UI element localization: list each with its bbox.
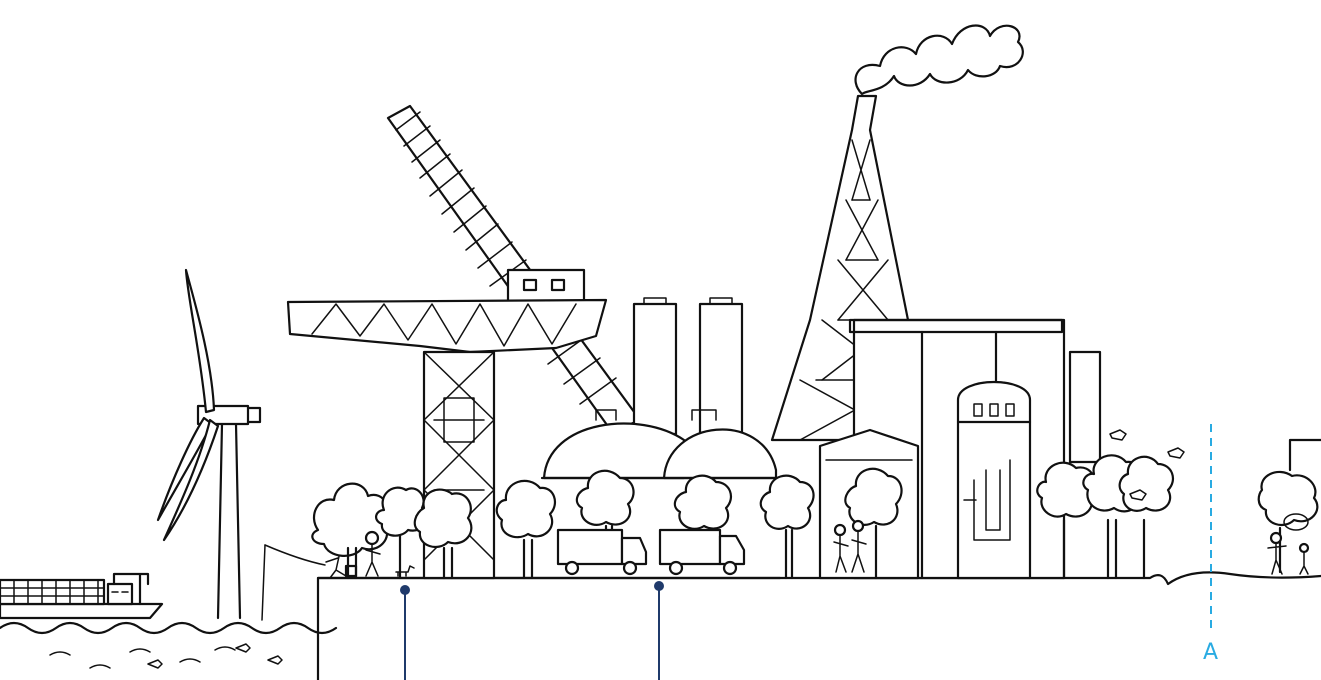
twin-stacks (634, 298, 742, 434)
trucks (558, 530, 744, 574)
factory-building (820, 320, 1100, 578)
wind-turbine (158, 270, 260, 618)
section-label-a: A (1203, 642, 1218, 664)
water-waves (0, 623, 336, 668)
right-edge-building (1290, 440, 1321, 470)
callout-marker-1[interactable] (400, 585, 410, 680)
ground-quay (318, 572, 1321, 680)
container-ship (0, 574, 162, 618)
callout-marker-2[interactable] (654, 581, 664, 680)
